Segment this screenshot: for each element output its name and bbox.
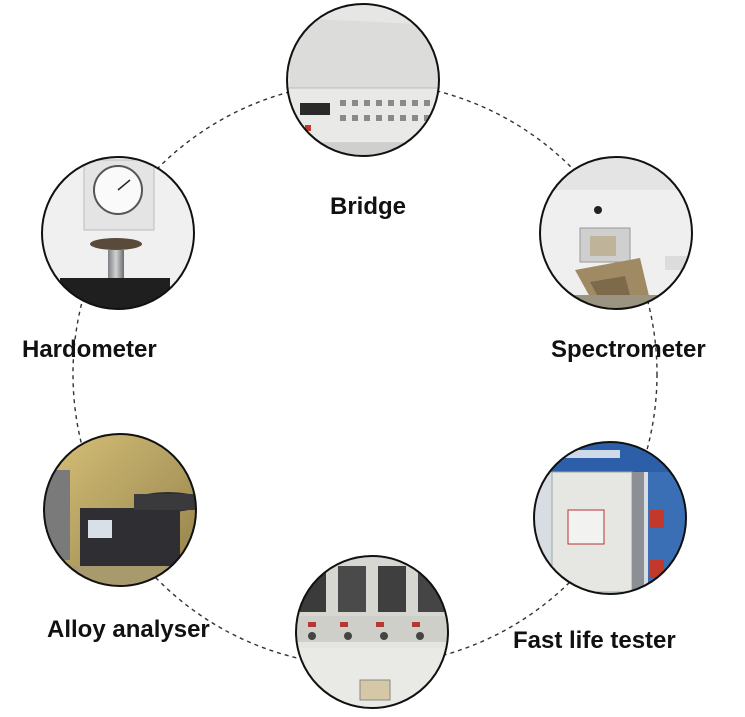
bridge-label: Bridge [330, 193, 407, 220]
hardometer-photo [41, 156, 195, 310]
spectrometer-label: Spectrometer [551, 336, 706, 363]
hardometer-label: Hardometer [22, 336, 157, 363]
fast-life-tester-label: Fast life tester [513, 627, 676, 654]
alloy-analyser-photo [43, 433, 197, 587]
test-bench-photo [295, 555, 449, 709]
alloy-analyser-label: Alloy analyser [47, 616, 210, 643]
fast-life-tester-photo [533, 441, 687, 595]
spectrometer-photo [539, 156, 693, 310]
bridge-photo [286, 3, 440, 157]
